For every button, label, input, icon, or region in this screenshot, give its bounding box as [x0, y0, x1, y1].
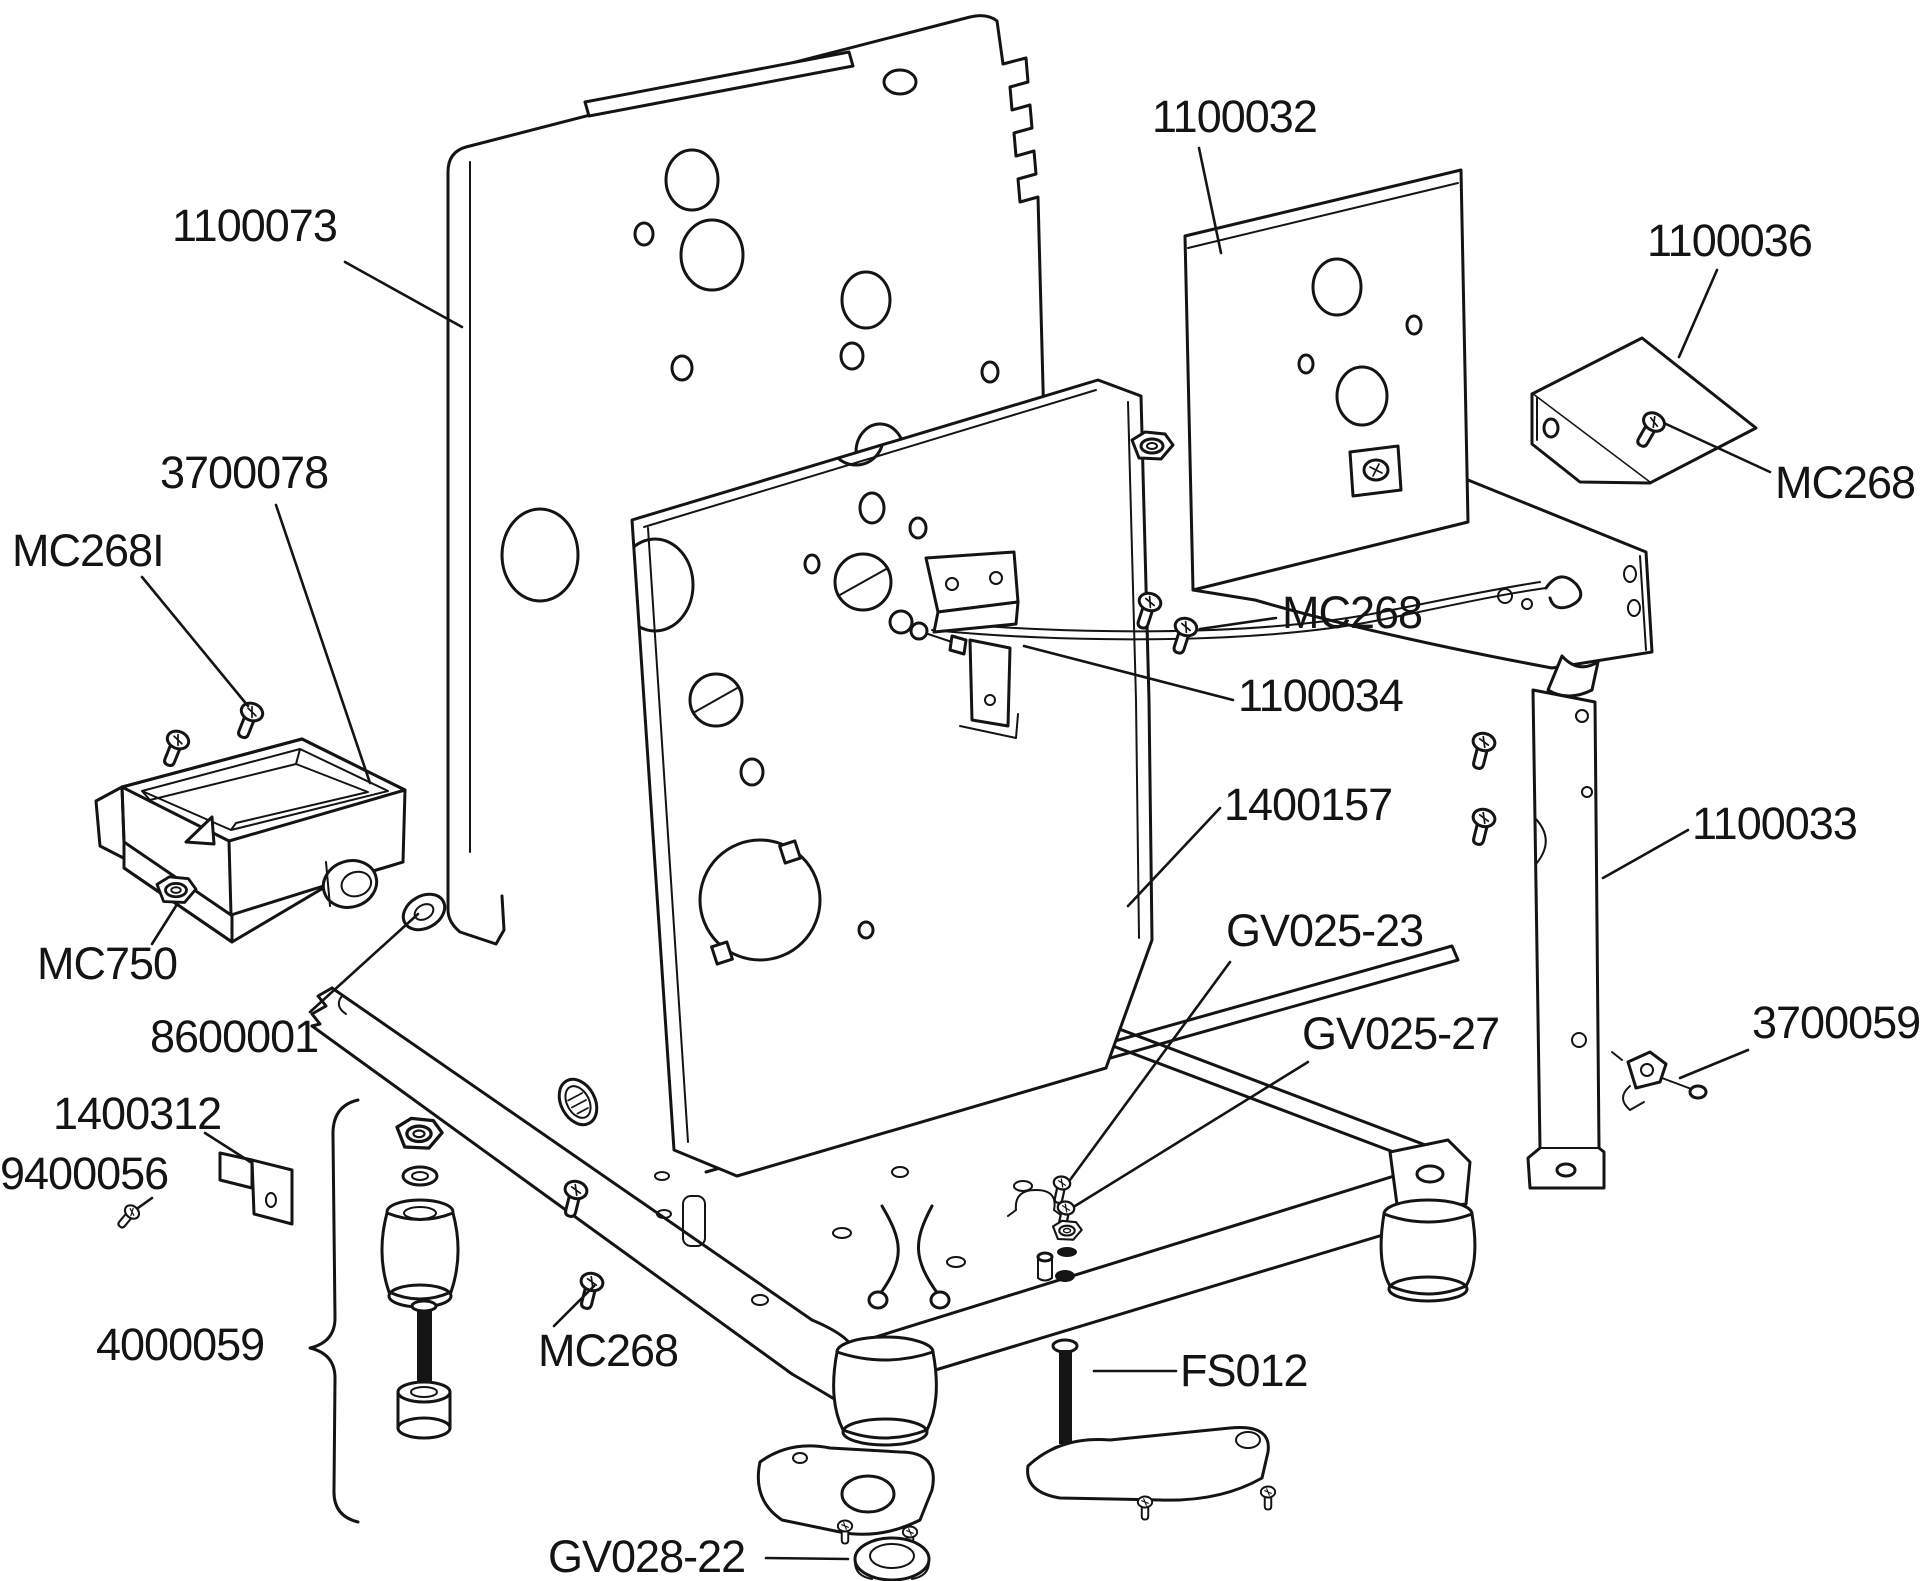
part-label-3700078: 3700078: [160, 447, 329, 498]
leader-line: [552, 1284, 596, 1328]
hardware-left: [112, 698, 447, 1233]
plate-right: [1026, 1426, 1270, 1502]
leader-line: [1022, 644, 1235, 702]
leader-line: [308, 912, 420, 1014]
leader-line: [1073, 1060, 1310, 1208]
brace-4000059: [308, 1098, 360, 1524]
part-label-mc268-bottom: MC268: [538, 1325, 679, 1376]
clamp-3700059: [1611, 1050, 1708, 1111]
bracket-1100032: [931, 168, 1654, 698]
bottom-plates: [756, 1426, 1277, 1581]
leader-line: [1601, 828, 1690, 880]
leader-line: [140, 575, 250, 708]
leader-line: [343, 260, 464, 329]
leader-line: [150, 904, 178, 946]
leader-lines: [136, 146, 1772, 1561]
foot-assembly-4000059: [308, 1098, 460, 1524]
leader-line: [203, 1131, 254, 1165]
part-label-mc268-right: MC268: [1775, 457, 1916, 508]
part-label-gv025-27: GV025-27: [1302, 1008, 1500, 1059]
leader-line: [1677, 268, 1719, 359]
part-label-gv028-22: GV028-22: [548, 1531, 746, 1581]
part-label-mc268i: MC268I: [12, 525, 165, 576]
leader-line: [1068, 960, 1232, 1182]
clip-1400312: [250, 1158, 294, 1226]
leader-line: [1197, 146, 1223, 255]
leader-line: [274, 503, 372, 785]
part-label-fs012: FS012: [1180, 1345, 1309, 1396]
leader-line: [1678, 1048, 1750, 1080]
strip-1100033: [1526, 688, 1606, 1190]
leader-line: [1126, 806, 1222, 908]
part-label-1100032: 1100032: [1152, 91, 1318, 142]
leader-line: [1664, 422, 1772, 474]
part-label-1400312: 1400312: [53, 1088, 222, 1139]
part-label-1100033: 1100033: [1692, 798, 1858, 849]
leader-line: [136, 1196, 154, 1210]
part-label-mc268-mid: MC268: [1282, 587, 1423, 638]
part-label-8600001: 8600001: [150, 1011, 319, 1062]
part-label-1400157: 1400157: [1224, 779, 1393, 830]
part-label-9400056: 9400056: [0, 1148, 169, 1199]
plate-gv028: [756, 1444, 935, 1536]
leader-line: [764, 1556, 850, 1561]
part-label-4000059: 4000059: [96, 1319, 265, 1370]
part-label-1100036: 1100036: [1647, 215, 1813, 266]
plate-1100036: [1530, 336, 1758, 485]
part-label-3700059: 3700059: [1752, 997, 1920, 1048]
part-label-1100073: 1100073: [172, 200, 338, 251]
grommet-gv028-22: [853, 1536, 931, 1581]
leader-line: [1198, 616, 1278, 631]
part-label-1100034: 1100034: [1238, 670, 1404, 721]
bracket-1100034: [888, 550, 1020, 739]
part-label-gv025-23: GV025-23: [1226, 905, 1424, 956]
part-label-mc750: MC750: [37, 938, 178, 989]
mid-panel-1400157: [630, 378, 1154, 1178]
